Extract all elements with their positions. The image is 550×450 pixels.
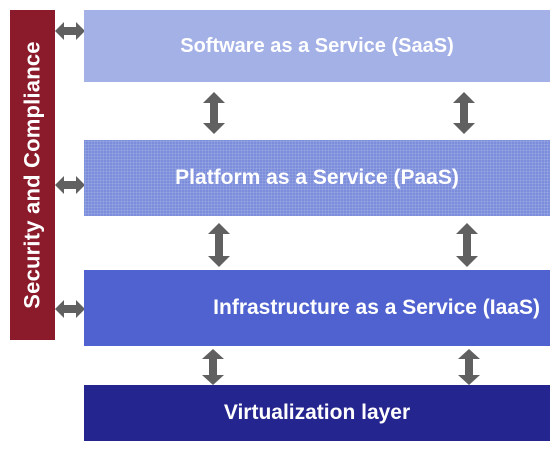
iaas-label: Infrastructure as a Service (IaaS) <box>213 296 540 319</box>
saas-security-arrow-icon <box>55 22 85 40</box>
virtualization-label: Virtualization layer <box>223 401 411 424</box>
iaas-layer: Infrastructure as a Service (IaaS) <box>84 270 550 346</box>
saas-layer: Software as a Service (SaaS) <box>84 10 550 82</box>
saas-label: Software as a Service (SaaS) <box>180 34 454 57</box>
paas-layer: Platform as a Service (PaaS) <box>84 140 550 216</box>
paas-security-arrow-icon <box>55 176 85 194</box>
paas-iaas-right-arrow-icon <box>456 223 478 267</box>
iaas-security-arrow-icon <box>55 300 85 318</box>
security-compliance-bar: Security and Compliance <box>10 10 55 340</box>
iaas-virtualization-right-arrow-icon <box>458 349 480 385</box>
iaas-virtualization-left-arrow-icon <box>202 349 224 385</box>
saas-paas-right-arrow-icon <box>453 92 475 134</box>
security-compliance-label: Security and Compliance <box>19 41 45 309</box>
virtualization-layer: Virtualization layer <box>84 385 550 441</box>
paas-iaas-left-arrow-icon <box>208 223 230 267</box>
paas-label: Platform as a Service (PaaS) <box>175 166 459 189</box>
saas-paas-left-arrow-icon <box>203 92 225 134</box>
